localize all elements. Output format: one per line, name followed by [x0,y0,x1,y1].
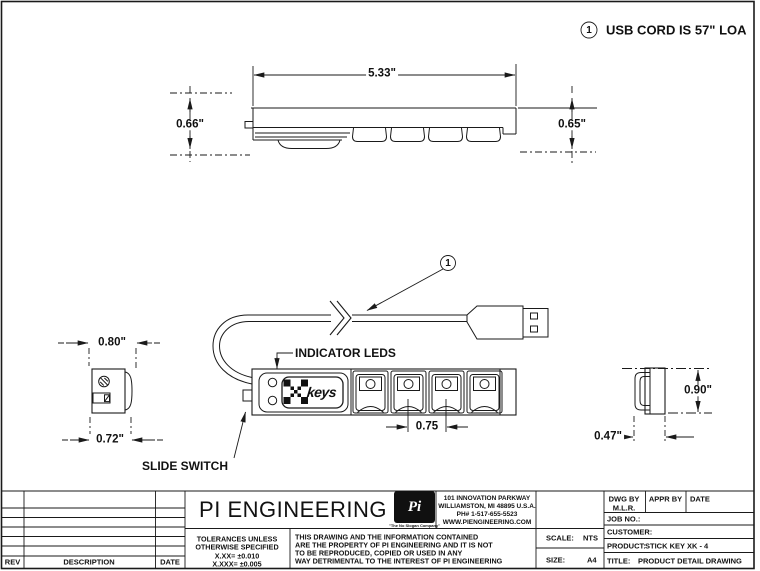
date-label: DATE [690,494,710,504]
dim-key-spacing-text: 0.75 [413,420,441,433]
dim-key-spacing [386,399,468,432]
dim-end-top-width [58,340,160,370]
right-side-view [634,367,666,415]
disclaimer-line: TO BE REPRODUCED, COPIED OR USED IN ANY [295,548,463,558]
usb-cable [212,300,467,385]
pi-logo: Pi [394,491,435,523]
pi-logo-text: Pi [407,498,422,515]
address-line: 101 INNOVATION PARKWAY [443,494,531,502]
scale-label: SCALE: [546,533,574,543]
address-line: PH# 1-517-655-5523 [456,510,518,518]
title-label: TITLE: [607,555,631,565]
usb-cord-note: USB CORD IS 57" LOA [606,22,747,38]
product-label: PRODUCT: [607,541,646,551]
size-value: A4 [587,555,597,565]
tolerance-line: X.XXX= ±0.005 [212,559,262,569]
description-header: DESCRIPTION [63,557,115,567]
dwg-by-value: M.L.R. [612,502,636,512]
front-view-keys [352,370,503,414]
cable-break-icon [329,300,352,336]
dim-end-bottom-width-text: 0.72" [94,433,126,446]
slide-switch-label: SLIDE SWITCH [142,459,228,473]
usb-connector [466,305,549,340]
tolerance-line: X.XX= ±0.010 [214,551,260,561]
dim-end-top-width-text: 0.80" [96,336,128,349]
date-header: DATE [160,557,180,567]
callout-leader [366,255,456,311]
tolerance-line: TOLERANCES UNLESS [196,534,278,544]
appr-by-label: APPR BY [648,494,683,504]
disclaimer-line: ARE THE PROPERTY OF PI ENGINEERING AND I… [295,540,493,550]
dim-overall-length-text: 5.33" [366,67,398,80]
pi-logo-slogan: "The No Slogan Company" [388,523,441,528]
top-view [244,107,517,149]
indicator-leds-leader [274,352,293,369]
title-block-grid [1,490,754,569]
dim-right-end-width-text: 0.47" [592,430,624,443]
dim-end-bottom-width [62,417,163,443]
disclaimer-line: WAY DETRIMENTAL TO THE INTEREST OF PI EN… [295,556,503,566]
title-value: PRODUCT DETAIL DRAWING [638,555,742,565]
dim-overall-length [252,64,517,106]
xkeys-logo-word: keys [306,384,337,400]
dim-right-end-width [622,416,694,444]
scale-value: NTS [583,533,598,543]
note-number-circle [580,21,598,39]
job-no-label: JOB NO.: [607,513,641,523]
callout-number: 1 [445,257,451,269]
dim-right-height-text: 0.65" [556,117,588,131]
dim-right-end-height [622,368,712,414]
slide-switch [242,389,253,402]
slide-switch-leader [233,411,246,459]
disclaimer-line: THIS DRAWING AND THE INFORMATION CONTAIN… [295,532,479,542]
dwg-by-label: DWG BY [608,494,640,504]
dim-right-end-height-text: 0.90" [682,383,714,397]
company-name: PI ENGINEERING [199,496,387,522]
customer-label: CUSTOMER: [607,527,653,537]
left-side-view [91,368,133,414]
xkeys-logo-icon [283,379,308,404]
address-line: WWW.PIENGINEERING.COM [442,518,532,526]
tolerance-line: OTHERWISE SPECIFIED [195,542,279,552]
size-label: SIZE: [546,555,566,565]
front-view [242,368,517,416]
dim-right-height [518,86,597,163]
rev-header: REV [4,557,21,567]
address-line: WILLIAMSTON, MI 48895 U.S.A. [438,502,536,510]
indicator-leds-label: INDICATOR LEDS [295,346,396,360]
dim-left-height-text: 0.66" [174,117,206,131]
note-number: 1 [586,24,592,36]
product-value: STICK KEY XK - 4 [645,541,709,551]
